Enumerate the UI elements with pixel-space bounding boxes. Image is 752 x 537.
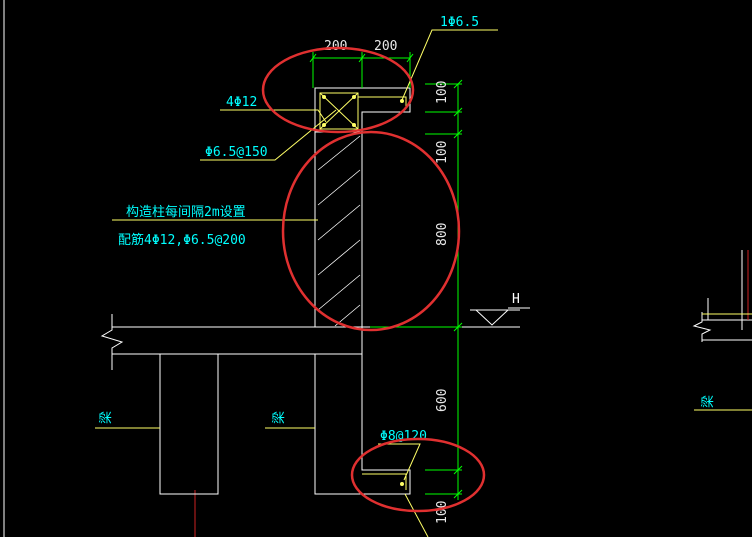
left-beam [159, 354, 219, 495]
level-symbol [470, 307, 530, 326]
level-mark: H [512, 292, 520, 307]
dim-v-100-second: 100 [435, 141, 450, 164]
structure-outline [100, 87, 520, 495]
dim-v-100-top: 100 [435, 81, 450, 104]
wall-lower [314, 327, 411, 495]
beam-label-mid: 梁 [272, 411, 287, 424]
dim-top-left: 200 [324, 39, 347, 54]
dim-v-800: 800 [435, 223, 450, 246]
highlight-circle-column [281, 130, 461, 332]
note-line-1: 构造柱每间隔2m设置 [126, 204, 246, 220]
dim-v-100-bottom: 100 [435, 501, 450, 524]
bottom-rebar-label: Φ8@120 [380, 429, 427, 444]
top-cap [314, 87, 411, 132]
dim-top-right: 200 [374, 39, 397, 54]
upstand-column [314, 131, 363, 327]
beam-label-left: 梁 [99, 411, 114, 424]
highlight-ellipse-bottom [350, 437, 486, 513]
highlight-ellipse-top [261, 46, 415, 134]
stirrup-150-label: Φ6.5@150 [205, 145, 268, 160]
rebar-cage [319, 92, 407, 490]
top-bar-label: 1Φ6.5 [440, 15, 479, 30]
beam-label-right: 梁 [701, 395, 716, 408]
highlight-marks [261, 46, 486, 513]
leader-lines [95, 29, 752, 537]
column-hatch [317, 135, 361, 327]
dimension-lines [309, 52, 463, 500]
break-symbol-left [100, 314, 124, 370]
right-partial-structure [692, 250, 752, 342]
rebar-dots [322, 95, 404, 486]
note-line-2: 配筋4Φ12,Φ6.5@200 [118, 232, 246, 248]
dim-v-600: 600 [435, 389, 450, 412]
rebar-4-label: 4Φ12 [226, 95, 257, 110]
